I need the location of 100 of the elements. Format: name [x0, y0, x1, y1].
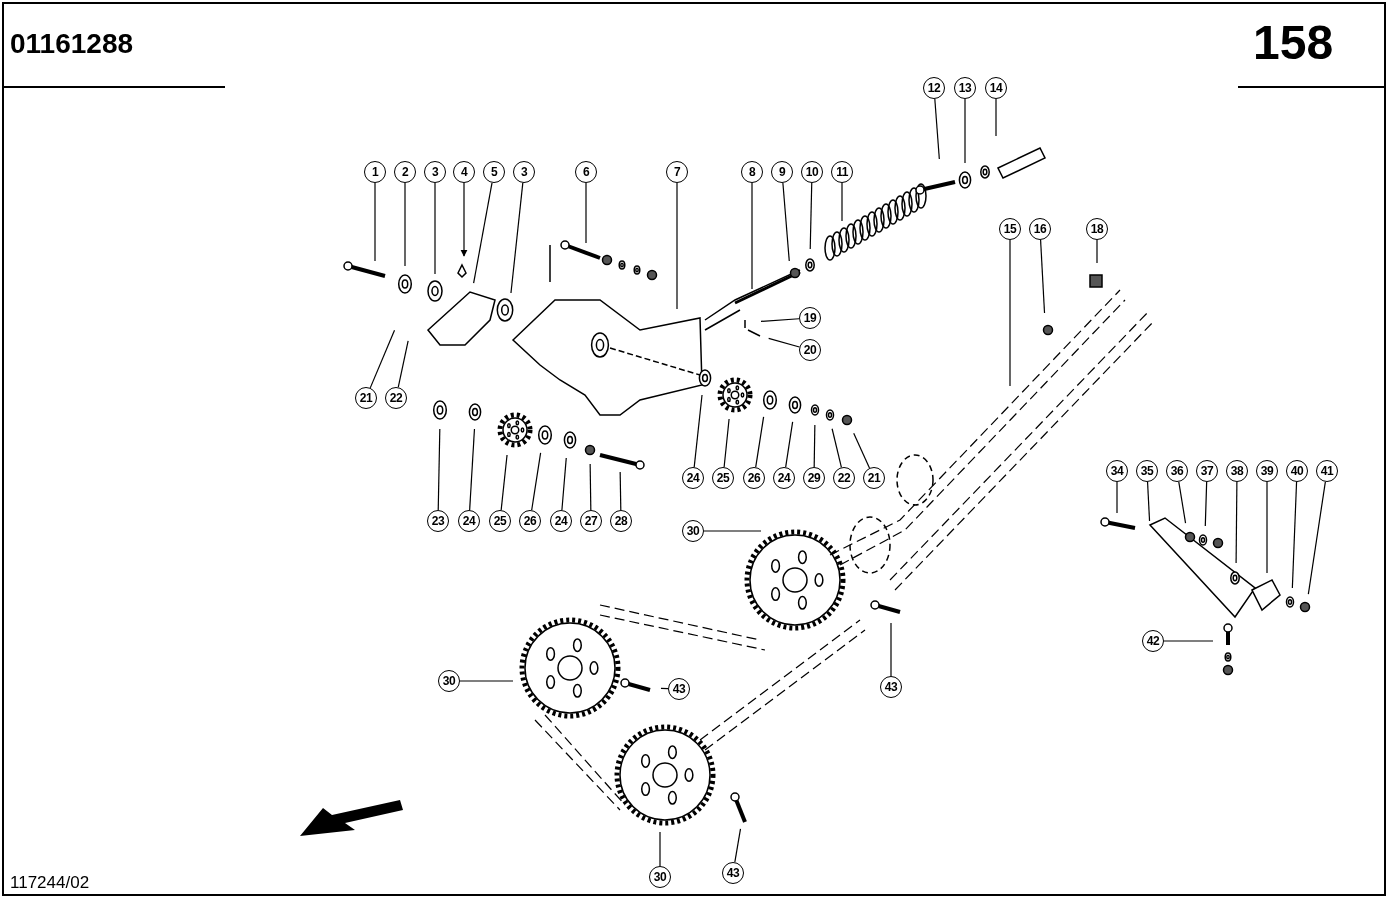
callout-number: 25 [712, 467, 734, 489]
callout-number: 10 [801, 161, 823, 183]
leader-line [760, 318, 800, 322]
leader-line [589, 463, 592, 511]
leader-line [531, 452, 542, 511]
leader-line [473, 182, 493, 284]
callout-number: 19 [799, 307, 821, 329]
leader-line [1146, 481, 1151, 522]
leader-line [1291, 481, 1298, 589]
callout-number: 42 [1142, 630, 1164, 652]
leader-line [1204, 481, 1208, 527]
leader-line [459, 680, 514, 682]
leader-line [437, 428, 441, 511]
callout-number: 24 [550, 510, 572, 532]
callout-number: 1 [364, 161, 386, 183]
leader-line [397, 340, 409, 388]
callout-number: 12 [923, 77, 945, 99]
leader-line [782, 182, 790, 262]
leader-line [841, 182, 843, 222]
leader-line [619, 471, 622, 511]
callout-number: 18 [1086, 218, 1108, 240]
callout-number: 22 [833, 467, 855, 489]
callout-number: 20 [799, 339, 821, 361]
callout-number: 23 [427, 510, 449, 532]
callout-number: 3 [424, 161, 446, 183]
leader-line [434, 182, 436, 275]
leader-line [1040, 239, 1046, 314]
leader-line [660, 687, 669, 690]
callout-number: 16 [1029, 218, 1051, 240]
drawing-number: 01161288 [10, 28, 134, 60]
leader-line [1163, 640, 1214, 642]
leader-line [510, 182, 524, 294]
callout-number: 15 [999, 218, 1021, 240]
leader-line [734, 828, 742, 863]
page-number: 158 [1253, 15, 1334, 70]
callout-number: 40 [1286, 460, 1308, 482]
callout-number: 39 [1256, 460, 1278, 482]
leader-line [785, 421, 794, 468]
leader-line [751, 182, 753, 290]
callout-number: 41 [1316, 460, 1338, 482]
callout-number: 26 [519, 510, 541, 532]
callout-number: 34 [1106, 460, 1128, 482]
callout-number: 36 [1166, 460, 1188, 482]
leader-line [1009, 239, 1011, 387]
leader-line [809, 182, 813, 250]
callout-number: 5 [483, 161, 505, 183]
leader-line [585, 182, 587, 244]
callout-number: 43 [668, 678, 690, 700]
leader-line [1178, 481, 1187, 524]
callout-number: 13 [954, 77, 976, 99]
leader-line [1096, 239, 1098, 264]
leader-line [755, 416, 765, 468]
leader-line [831, 428, 842, 468]
callout-number: 37 [1196, 460, 1218, 482]
callout-number: 21 [355, 387, 377, 409]
leader-line [768, 337, 800, 348]
leader-line [561, 457, 567, 511]
callout-number: 26 [743, 467, 765, 489]
leader-line [659, 831, 661, 867]
callout-number: 21 [863, 467, 885, 489]
leader-line [460, 182, 468, 257]
callout-number: 7 [666, 161, 688, 183]
leader-line [1116, 481, 1118, 514]
leader-line [964, 98, 966, 164]
callout-number: 24 [773, 467, 795, 489]
callout-number: 14 [985, 77, 1007, 99]
leader-line [404, 182, 406, 267]
callout-number: 43 [722, 862, 744, 884]
leader-line [703, 530, 762, 532]
callout-number: 11 [831, 161, 853, 183]
callout-number: 24 [682, 467, 704, 489]
leader-line [813, 424, 816, 468]
callout-number: 9 [771, 161, 793, 183]
callout-number: 35 [1136, 460, 1158, 482]
leader-line [890, 622, 892, 677]
callout-number: 3 [513, 161, 535, 183]
leader-line [1266, 481, 1268, 574]
callout-number: 30 [682, 520, 704, 542]
leader-line [934, 98, 940, 160]
leader-line [469, 428, 476, 511]
leader-line [676, 182, 678, 310]
callout-number: 2 [394, 161, 416, 183]
leader-line [1307, 481, 1326, 595]
leader-line [693, 394, 703, 468]
callout-number: 25 [489, 510, 511, 532]
figure-code: 117244/02 [10, 873, 90, 893]
callout-number: 8 [741, 161, 763, 183]
callout-number: 24 [458, 510, 480, 532]
callout-number: 38 [1226, 460, 1248, 482]
callout-number: 30 [438, 670, 460, 692]
leader-line [500, 454, 508, 511]
leader-line [723, 418, 730, 468]
callout-number: 30 [649, 866, 671, 888]
leader-line [1235, 481, 1238, 564]
callout-number: 6 [575, 161, 597, 183]
callout-number: 29 [803, 467, 825, 489]
callout-number: 22 [385, 387, 407, 409]
callout-number: 27 [580, 510, 602, 532]
leader-line [374, 182, 376, 262]
leader-line [995, 98, 997, 137]
